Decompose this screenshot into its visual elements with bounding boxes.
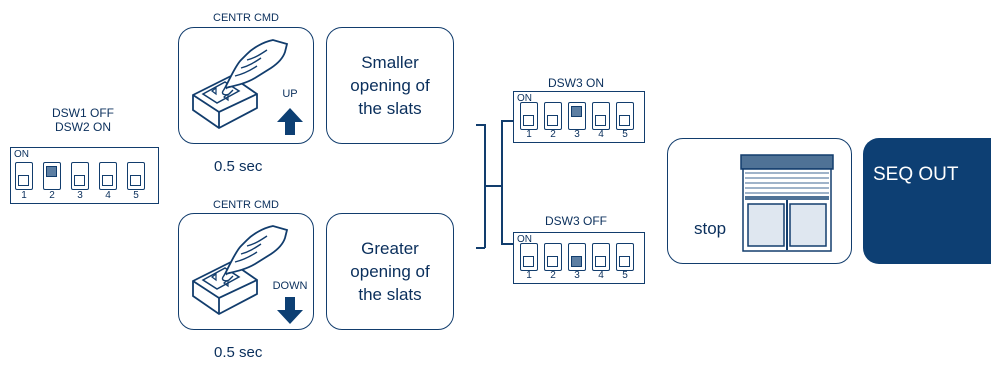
dip-switch-knob bbox=[571, 256, 582, 267]
dip-switch-left: ON 1 2 3 4 5 bbox=[10, 147, 159, 204]
dip-switch-2 bbox=[544, 102, 562, 130]
dip-on-label: ON bbox=[517, 93, 532, 104]
dip-switch-5 bbox=[616, 243, 634, 271]
dip-switch-3 bbox=[71, 162, 89, 190]
dip-switch-knob bbox=[130, 175, 141, 186]
dip-switch-5 bbox=[127, 162, 145, 190]
arrow-up-icon bbox=[277, 108, 303, 135]
dip-switch-number: 2 bbox=[550, 270, 556, 281]
bracket-to-dsw3-off bbox=[501, 243, 513, 245]
direction-label-down: DOWN bbox=[272, 280, 308, 292]
dip-switch-number: 1 bbox=[526, 270, 532, 281]
dip-switch-knob bbox=[547, 115, 558, 126]
direction-label-up: UP bbox=[282, 88, 298, 100]
dip-switch-knob bbox=[102, 175, 113, 186]
top-description-text: Smaller opening of the slats bbox=[350, 53, 430, 118]
dip-switch-number: 3 bbox=[77, 190, 83, 201]
stop-panel: stop bbox=[667, 138, 852, 264]
dip-switch-number: 4 bbox=[598, 129, 604, 140]
arrow-down-icon bbox=[277, 297, 303, 324]
dip-switch-1 bbox=[15, 162, 33, 190]
bottom-description-box: Greater opening of the slats bbox=[326, 213, 454, 330]
dip-switch-number: 1 bbox=[21, 190, 27, 201]
dip-switch-number: 3 bbox=[574, 270, 580, 281]
dip-switch-knob bbox=[595, 115, 606, 126]
dip-switch-number: 1 bbox=[526, 129, 532, 140]
dip-switch-1 bbox=[520, 102, 538, 130]
dip-switch-knob bbox=[523, 256, 534, 267]
dip-switch-4 bbox=[592, 243, 610, 271]
top-description-box: Smaller opening of the slats bbox=[326, 27, 454, 144]
dip-switch-knob bbox=[547, 256, 558, 267]
dip-switch-number: 5 bbox=[622, 270, 628, 281]
dip-switch-knob bbox=[18, 175, 29, 186]
dip-switch-knob bbox=[74, 175, 85, 186]
dip-switch-knob bbox=[523, 115, 534, 126]
bottom-description-text: Greater opening of the slats bbox=[350, 239, 430, 304]
dip-switch-knob bbox=[619, 115, 630, 126]
dip-switch-number: 2 bbox=[550, 129, 556, 140]
dsw2-label-line2: DSW2 ON bbox=[54, 120, 111, 134]
dip-switch-1 bbox=[520, 243, 538, 271]
bottom-centr-cmd-caption: CENTR CMD bbox=[213, 199, 279, 211]
dsw3-on-label: DSW3 ON bbox=[547, 76, 604, 90]
dip-switch-knob bbox=[571, 106, 582, 117]
dsw1-label: DSW1 OFF DSW2 ON bbox=[28, 106, 138, 134]
dsw3-off-label: DSW3 OFF bbox=[545, 214, 607, 228]
bracket-to-dsw3-on bbox=[501, 120, 513, 122]
top-remote-panel: UP bbox=[178, 27, 314, 144]
dip-switch-4 bbox=[99, 162, 117, 190]
dip-switch-number: 5 bbox=[133, 190, 139, 201]
dip-switch-3 bbox=[568, 243, 586, 271]
bottom-time-label: 0.5 sec bbox=[214, 344, 263, 361]
dip-switch-knob bbox=[595, 256, 606, 267]
dip-switch-number: 4 bbox=[105, 190, 111, 201]
dip-on-label: ON bbox=[517, 234, 532, 245]
bracket-bottom-stub bbox=[476, 247, 485, 249]
hand-remote-up-icon bbox=[192, 39, 289, 130]
hand-remote-down-icon bbox=[192, 225, 289, 316]
dip-switch-2 bbox=[43, 162, 61, 190]
dip-switch-knob bbox=[46, 166, 57, 177]
dip-on-label: ON bbox=[14, 149, 29, 160]
top-centr-cmd-caption: CENTR CMD bbox=[213, 12, 279, 24]
stop-label: stop bbox=[694, 219, 727, 238]
dip-switch-dsw3-off: ON 1 2 3 4 5 bbox=[513, 232, 645, 284]
top-time-label: 0.5 sec bbox=[214, 158, 263, 175]
dip-switch-number: 5 bbox=[622, 129, 628, 140]
dip-switch-knob bbox=[619, 256, 630, 267]
bottom-remote-panel: DOWN bbox=[178, 213, 314, 330]
bracket-middle bbox=[484, 185, 502, 187]
roller-shutter-icon bbox=[740, 154, 834, 252]
bracket-right-vertical bbox=[501, 120, 503, 244]
dip-switch-2 bbox=[544, 243, 562, 271]
bracket-top-stub bbox=[476, 124, 485, 126]
dip-switch-dsw3-on: ON 1 2 3 4 5 bbox=[513, 91, 645, 143]
seq-out-panel: SEQ OUT bbox=[863, 138, 991, 264]
seq-out-label: SEQ OUT bbox=[873, 164, 959, 185]
dip-switch-number: 4 bbox=[598, 270, 604, 281]
dsw1-label-line1: DSW1 OFF bbox=[52, 106, 114, 120]
dip-switch-number: 2 bbox=[49, 190, 55, 201]
dip-switch-5 bbox=[616, 102, 634, 130]
dip-switch-3 bbox=[568, 102, 586, 130]
dip-switch-number: 3 bbox=[574, 129, 580, 140]
dip-switch-4 bbox=[592, 102, 610, 130]
